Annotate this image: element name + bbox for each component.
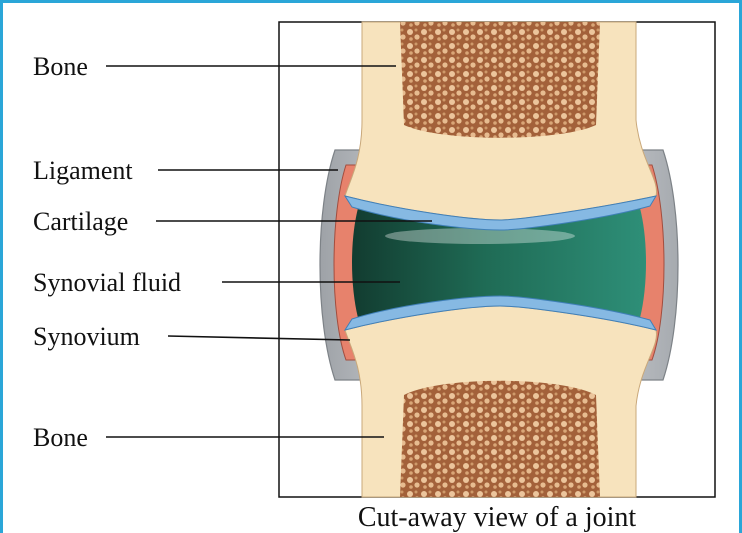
label-synovial-fluid: Synovial fluid: [33, 268, 181, 297]
marrow-bottom: [400, 381, 600, 497]
label-bone-bottom: Bone: [33, 423, 88, 452]
caption: Cut-away view of a joint: [358, 502, 637, 533]
label-synovium: Synovium: [33, 322, 140, 351]
label-bone-top: Bone: [33, 52, 88, 81]
label-ligament: Ligament: [33, 156, 133, 185]
fluid-highlight: [385, 228, 575, 244]
marrow-top: [400, 22, 600, 138]
label-cartilage: Cartilage: [33, 207, 128, 236]
